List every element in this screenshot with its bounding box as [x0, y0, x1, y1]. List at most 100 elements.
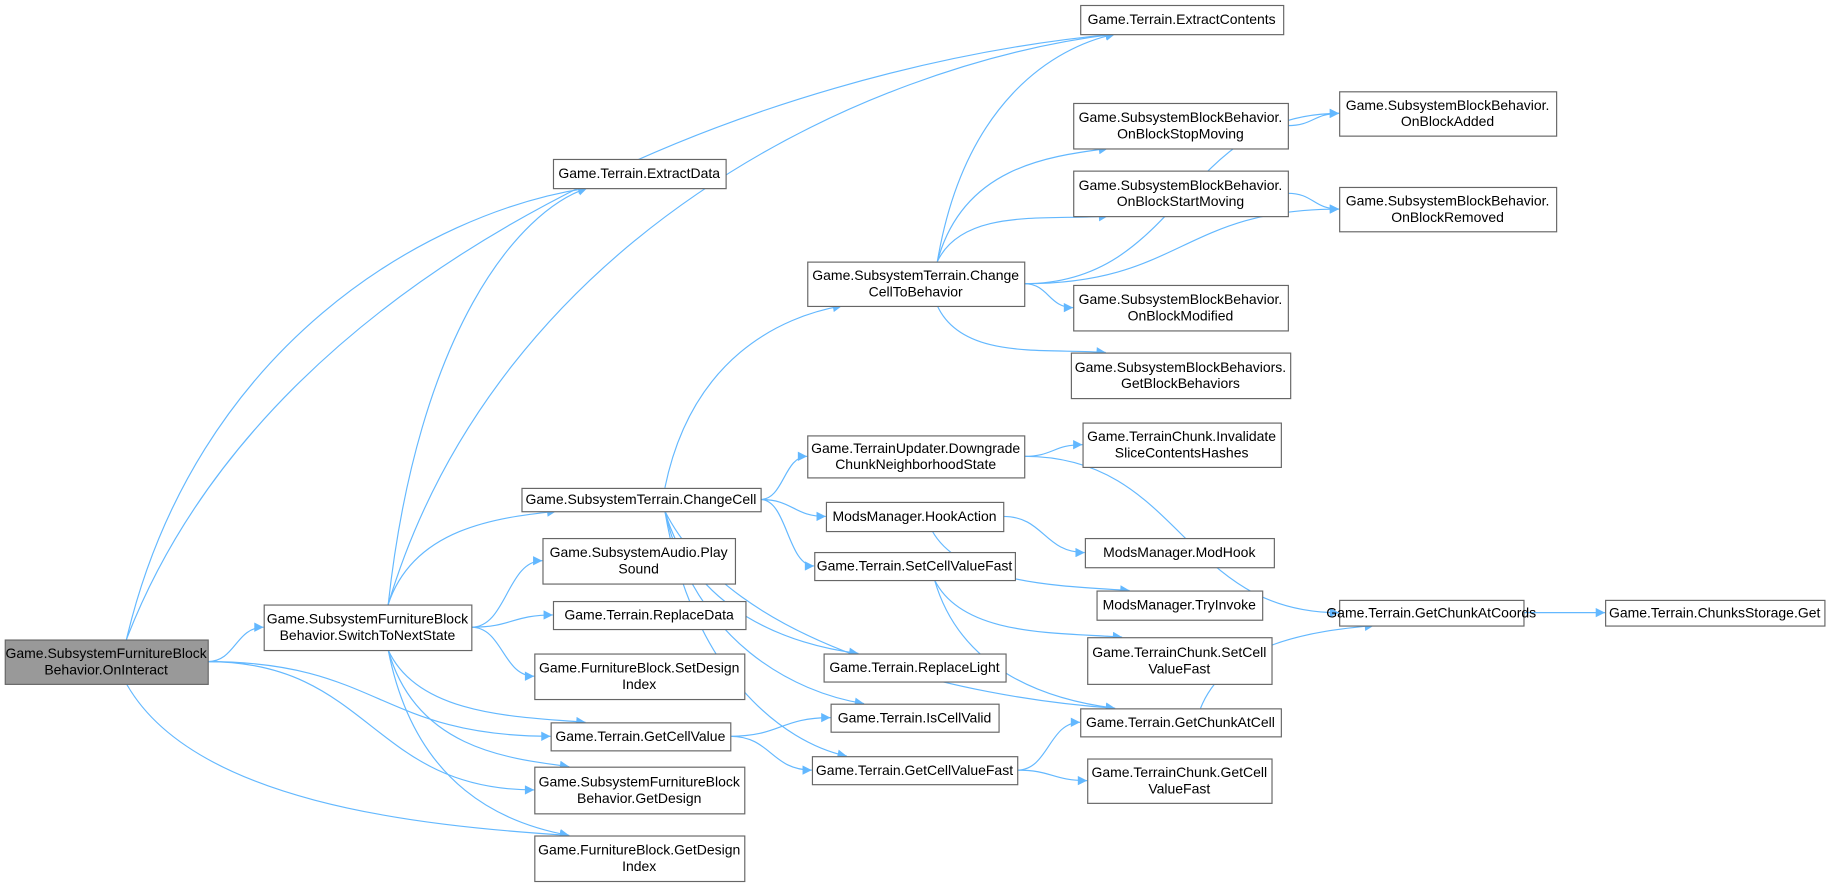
edge-n18-n27: [1017, 717, 1081, 771]
edge-n1-n3: [125, 30, 1116, 640]
node-box: [807, 261, 1026, 308]
node-label: Game.SubsystemTerrain.Change: [812, 267, 1019, 283]
edge-n15-n26: [934, 579, 1123, 642]
node-label: ModsManager.HookAction: [832, 508, 996, 524]
graph-node[interactable]: Game.SubsystemTerrain.ChangeCellToBehavi…: [807, 261, 1026, 308]
edge-n12-n21: [1024, 283, 1074, 313]
node-box: [263, 604, 473, 652]
edge-n2-n7: [471, 610, 553, 628]
edge-n19-n29: [1287, 108, 1340, 127]
graph-node[interactable]: Game.SubsystemTerrain.ChangeCell: [521, 487, 762, 513]
node-box: [807, 435, 1026, 479]
node-box: [1082, 422, 1282, 468]
node-label: OnBlockStartMoving: [1117, 193, 1244, 209]
node-label: Game.Terrain.ExtractData: [558, 165, 720, 181]
edge-n1-n2: [207, 622, 264, 663]
node-label: Behavior.OnInteract: [44, 661, 168, 677]
edge-n1-n11: [125, 683, 570, 840]
node-box: [1096, 590, 1264, 621]
graph-node[interactable]: Game.SubsystemBlockBehaviors.GetBlockBeh…: [1070, 352, 1292, 400]
graph-node[interactable]: Game.Terrain.GetCellValue: [550, 722, 732, 752]
edge-n2-n9: [387, 649, 586, 727]
graph-node[interactable]: Game.Terrain.GetCellValueFast: [811, 756, 1019, 786]
node-box: [1087, 637, 1273, 685]
graph-node[interactable]: Game.SubsystemBlockBehavior.OnBlockStopM…: [1073, 102, 1289, 150]
graph-node[interactable]: Game.SubsystemFurnitureBlockBehavior.Get…: [534, 766, 746, 815]
node-box: [1339, 599, 1525, 627]
graph-node[interactable]: ModsManager.HookAction: [825, 501, 1005, 533]
edge-n12-n19: [936, 144, 1109, 262]
node-box: [542, 537, 737, 585]
graph-node[interactable]: Game.SubsystemBlockBehavior.OnBlockRemov…: [1339, 186, 1558, 233]
node-label: Game.Terrain.IsCellValid: [838, 709, 992, 725]
edge-n20-n30: [1287, 192, 1340, 214]
edge-n18-n28: [1017, 769, 1088, 786]
node-box: [825, 501, 1005, 533]
edge-n2-n10: [387, 649, 570, 771]
edge-n9-n18: [730, 735, 812, 775]
graph-node[interactable]: Game.TerrainChunk.SetCellValueFast: [1087, 637, 1273, 685]
node-box: [823, 653, 1007, 683]
graph-node[interactable]: Game.Terrain.ExtractData: [552, 158, 727, 190]
node-label: Game.Terrain.SetCellValueFast: [817, 558, 1013, 574]
graph-node[interactable]: Game.SubsystemBlockBehavior.OnBlockAdded: [1339, 91, 1558, 137]
node-label: Game.SubsystemAudio.Play: [550, 544, 728, 560]
node-label: ValueFast: [1148, 660, 1210, 676]
node-label: GetBlockBehaviors: [1121, 375, 1240, 391]
graph-node[interactable]: ModsManager.TryInvoke: [1096, 590, 1264, 621]
edge-n9-n17: [730, 712, 831, 737]
graph-node[interactable]: Game.Terrain.ReplaceData: [552, 600, 747, 631]
graph-node[interactable]: Game.TerrainChunk.InvalidateSliceContent…: [1082, 422, 1282, 468]
node-label: Game.SubsystemBlockBehavior.: [1079, 109, 1283, 125]
node-box: [830, 703, 1000, 733]
graph-node[interactable]: Game.Terrain.ReplaceLight: [823, 653, 1007, 683]
node-label: ChunkNeighborhoodState: [835, 456, 996, 472]
root-node[interactable]: Game.SubsystemFurnitureBlockBehavior.OnI…: [4, 639, 209, 685]
graph-node[interactable]: Game.Terrain.GetChunkAtCoords: [1326, 599, 1536, 627]
graph-node[interactable]: Game.SubsystemBlockBehavior.OnBlockStart…: [1073, 170, 1289, 218]
node-box: [534, 653, 746, 701]
node-label: Game.TerrainChunk.GetCell: [1091, 764, 1267, 780]
edge-n1-n4: [125, 184, 588, 640]
graph-node[interactable]: Game.TerrainUpdater.DowngradeChunkNeighb…: [807, 435, 1026, 479]
edge-n14-n24: [1003, 515, 1085, 558]
node-label: Index: [622, 676, 656, 692]
node-label: Game.SubsystemBlockBehavior.: [1346, 97, 1550, 113]
graph-node[interactable]: Game.TerrainChunk.GetCellValueFast: [1087, 758, 1273, 804]
edge-n15-n27: [934, 579, 1116, 712]
node-label: ModsManager.ModHook: [1103, 544, 1256, 560]
graph-node[interactable]: Game.Terrain.GetChunkAtCell: [1080, 708, 1282, 738]
graph-node[interactable]: Game.Terrain.IsCellValid: [830, 703, 1000, 733]
node-box: [1087, 758, 1273, 804]
edge-n12-n20: [936, 212, 1109, 262]
edge-n5-n12: [664, 302, 843, 488]
node-box: [1080, 4, 1285, 36]
node-label: CellToBehavior: [869, 284, 963, 300]
node-box: [1070, 352, 1292, 400]
graph-node[interactable]: Game.Terrain.ExtractContents: [1080, 4, 1285, 36]
node-label: Game.Terrain.GetCellValue: [555, 728, 725, 744]
node-label: Behavior.SwitchToNextState: [280, 627, 456, 643]
node-label: Game.FurnitureBlock.GetDesign: [538, 842, 740, 858]
node-label: Game.SubsystemTerrain.ChangeCell: [526, 491, 757, 507]
graph-node[interactable]: Game.Terrain.ChunksStorage.Get: [1605, 599, 1826, 627]
node-label: Game.Terrain.GetChunkAtCell: [1086, 714, 1275, 730]
node-label: Behavior.GetDesign: [577, 790, 701, 806]
node-label: Game.SubsystemBlockBehavior.: [1079, 291, 1283, 307]
node-label: Game.TerrainChunk.Invalidate: [1087, 428, 1276, 444]
node-label: Game.Terrain.ReplaceData: [564, 607, 734, 623]
edge-n1-n9: [207, 661, 551, 741]
graph-node[interactable]: Game.Terrain.SetCellValueFast: [814, 551, 1016, 582]
node-box: [1605, 599, 1826, 627]
edge-n14-n25: [931, 530, 1130, 595]
node-label: Game.SubsystemFurnitureBlock: [539, 773, 741, 789]
graph-node[interactable]: Game.SubsystemFurnitureBlockBehavior.Swi…: [263, 604, 473, 652]
node-box: [1339, 186, 1558, 233]
graph-node[interactable]: Game.SubsystemBlockBehavior.OnBlockModif…: [1073, 284, 1289, 332]
graph-node[interactable]: ModsManager.ModHook: [1084, 537, 1275, 569]
edge-n5-n15: [760, 498, 815, 571]
